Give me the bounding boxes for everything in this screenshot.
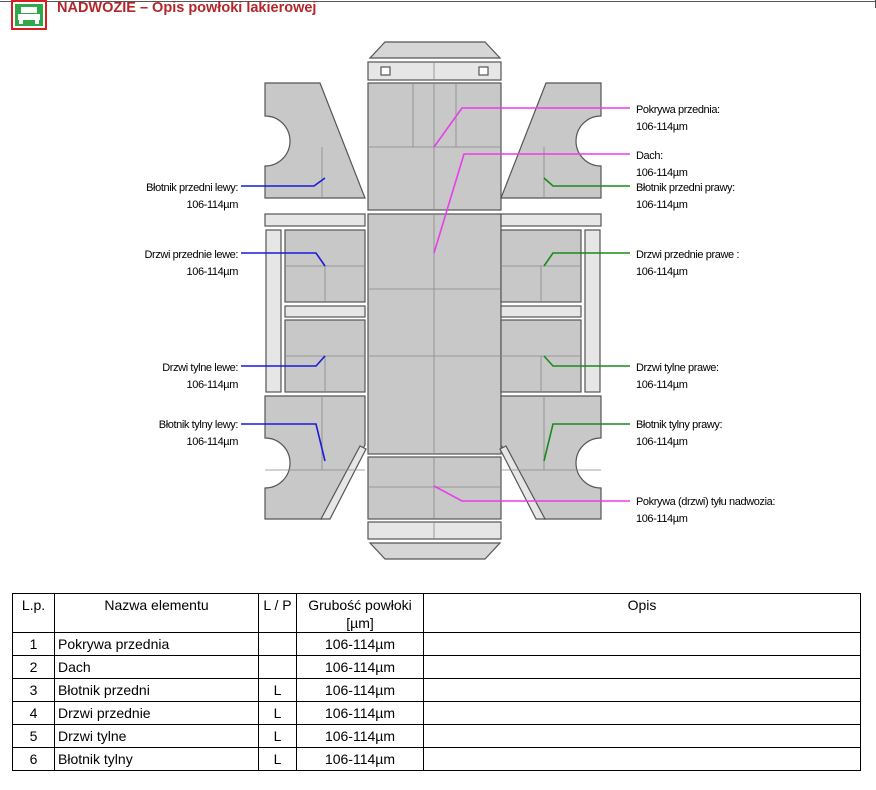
- callout-value: 106-114µm: [636, 167, 688, 179]
- callout-value: 106-114µm: [186, 436, 239, 448]
- callout-name: Drzwi tylne lewe:: [162, 362, 238, 374]
- car-logo: [11, 0, 47, 30]
- table-row: 4 Drzwi przednie L 106-114µm: [12, 701, 861, 725]
- cell-desc: [423, 655, 861, 679]
- callout-value: 106-114µm: [636, 436, 688, 448]
- car-body-diagram: [241, 41, 630, 560]
- callout-front-right-fender: Błotnik przedni prawy: 106-114µm: [636, 180, 735, 214]
- callout-hood: Pokrywa przednia: 106-114µm: [636, 102, 720, 136]
- table-row: 5 Drzwi tylne L 106-114µm: [12, 724, 861, 748]
- callout-value: 106-114µm: [636, 199, 688, 211]
- callout-rear-left-fender: Błotnik tylny lewy: 106-114µm: [158, 417, 239, 451]
- car-icon: [15, 4, 43, 26]
- cell-lp: 6: [12, 747, 55, 771]
- callout-tailgate: Pokrywa (drzwi) tyłu nadwozia: 106-114µm: [636, 494, 775, 528]
- callout-rear-left-door: Drzwi tylne lewe: 106-114µm: [162, 360, 238, 394]
- cell-thickness: 106-114µm: [296, 632, 424, 656]
- rear-bumper: [368, 542, 502, 560]
- cell-lp: 2: [12, 655, 55, 679]
- callout-name: Drzwi tylne prawe:: [636, 362, 719, 374]
- callout-name: Błotnik tylny prawy:: [636, 419, 723, 431]
- front-bumper: [368, 41, 502, 59]
- cell-thickness: 106-114µm: [296, 701, 424, 725]
- cell-name: Pokrywa przednia: [54, 632, 259, 656]
- callout-name: Drzwi przednie lewe:: [144, 249, 239, 261]
- callout-value: 106-114µm: [186, 199, 239, 211]
- callout-value: 106-114µm: [636, 266, 688, 278]
- rear-right-fender: [500, 395, 602, 520]
- table-row: 1 Pokrywa przednia 106-114µm: [12, 632, 861, 656]
- callout-front-left-door: Drzwi przednie lewe: 106-114µm: [144, 247, 239, 281]
- cell-name: Drzwi przednie: [54, 701, 259, 725]
- cell-lp: 1: [12, 632, 55, 656]
- callout-rear-right-fender: Błotnik tylny prawy: 106-114µm: [636, 417, 723, 451]
- roof-panel: [367, 213, 502, 455]
- cell-desc: [423, 678, 861, 702]
- front-grille: [367, 61, 502, 81]
- paint-thickness-table: L.p. Nazwa elementu L / P Grubość powłok…: [12, 593, 861, 771]
- cell-side: L: [258, 724, 297, 748]
- cell-name: Błotnik tylny: [54, 747, 259, 771]
- cell-side: L: [258, 747, 297, 771]
- callout-value: 106-114µm: [186, 266, 239, 278]
- cell-desc: [423, 632, 861, 656]
- rear-panel: [367, 521, 502, 540]
- cell-side: [258, 655, 297, 679]
- cell-name: Drzwi tylne: [54, 724, 259, 748]
- table-row: 2 Dach 106-114µm: [12, 655, 861, 679]
- cell-lp: 3: [12, 678, 55, 702]
- cell-side: L: [258, 701, 297, 725]
- header-thickness: Grubość powłoki [µm]: [296, 593, 424, 633]
- callout-roof: Dach: 106-114µm: [636, 148, 688, 182]
- header-side: L / P: [258, 593, 297, 633]
- cell-lp: 5: [12, 724, 55, 748]
- cell-thickness: 106-114µm: [296, 655, 424, 679]
- table-header-row: L.p. Nazwa elementu L / P Grubość powłok…: [12, 593, 861, 633]
- callout-value: 106-114µm: [636, 513, 688, 525]
- callout-value: 106-114µm: [636, 121, 688, 133]
- rear-left-fender: [264, 395, 366, 520]
- header-lp: L.p.: [12, 593, 55, 633]
- cell-desc: [423, 724, 861, 748]
- front-left-fender: [264, 82, 366, 199]
- callout-name: Dach:: [636, 150, 663, 162]
- callout-name: Błotnik przedni lewy:: [146, 182, 238, 194]
- tailgate-panel: [367, 456, 502, 520]
- cell-thickness: 106-114µm: [296, 678, 424, 702]
- callout-name: Drzwi przednie prawe :: [636, 249, 740, 261]
- cell-thickness: 106-114µm: [296, 724, 424, 748]
- callout-front-left-fender: Błotnik przedni lewy: 106-114µm: [146, 180, 238, 214]
- top-rule: [0, 1, 876, 2]
- callout-name: Pokrywa (drzwi) tyłu nadwozia:: [636, 496, 775, 508]
- header-desc: Opis: [423, 593, 861, 633]
- cell-name: Błotnik przedni: [54, 678, 259, 702]
- callout-name: Błotnik tylny lewy:: [158, 419, 239, 431]
- callout-value: 106-114µm: [636, 379, 688, 391]
- front-right-fender: [500, 82, 602, 199]
- cell-thickness: 106-114µm: [296, 747, 424, 771]
- center-leader-lines: [433, 107, 630, 502]
- cell-name: Dach: [54, 655, 259, 679]
- page-cutoff: [0, 775, 876, 790]
- header-name: Nazwa elementu: [54, 593, 259, 633]
- left-leader-lines: [241, 177, 326, 462]
- right-leader-lines: [543, 177, 630, 462]
- cell-desc: [423, 701, 861, 725]
- callout-name: Błotnik przedni prawy:: [636, 182, 735, 194]
- page-title: NADWOZIE – Opis powłoki lakierowej: [57, 0, 317, 16]
- callout-name: Pokrywa przednia:: [636, 104, 720, 116]
- cell-lp: 4: [12, 701, 55, 725]
- cell-desc: [423, 747, 861, 771]
- callout-value: 106-114µm: [186, 379, 239, 391]
- table-row: 6 Błotnik tylny L 106-114µm: [12, 747, 861, 771]
- table-row: 3 Błotnik przedni L 106-114µm: [12, 678, 861, 702]
- callout-rear-right-door: Drzwi tylne prawe: 106-114µm: [636, 360, 719, 394]
- callout-front-right-door: Drzwi przednie prawe : 106-114µm: [636, 247, 739, 281]
- cell-side: L: [258, 678, 297, 702]
- cell-side: [258, 632, 297, 656]
